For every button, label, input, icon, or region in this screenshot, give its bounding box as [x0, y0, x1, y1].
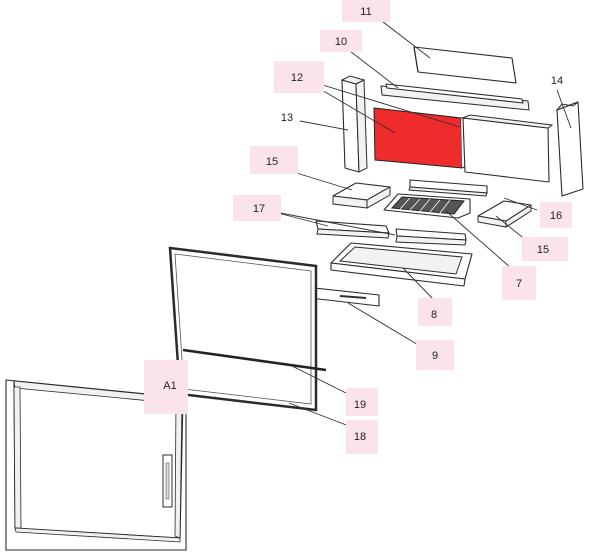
callout-15-left[interactable]: 15: [250, 146, 298, 174]
part-7-grate[interactable]: [383, 193, 471, 219]
callout-10[interactable]: 10: [320, 30, 362, 52]
callout-19-label: 19: [354, 399, 366, 411]
part-a1-door-assembly[interactable]: [5, 379, 187, 551]
callout-11-label: 11: [360, 6, 371, 18]
part-17-front-strip-left[interactable]: [315, 220, 390, 239]
callout-10-label: 10: [335, 36, 347, 48]
callout-19[interactable]: 19: [346, 388, 378, 416]
callout-15-left-label: 15: [266, 156, 278, 168]
callout-12-label: 12: [291, 72, 303, 84]
callout-15-right[interactable]: 15: [522, 237, 568, 261]
callout-16-label: 16: [550, 210, 562, 222]
callout-17-label: 17: [253, 203, 265, 215]
callout-18[interactable]: 18: [346, 420, 378, 454]
callout-9[interactable]: 9: [416, 340, 454, 370]
part-15-right-base-brick[interactable]: [477, 200, 532, 228]
part-11-top-baffle[interactable]: [413, 46, 517, 84]
callout-8-label: 8: [431, 309, 437, 321]
callout-8[interactable]: 8: [418, 298, 452, 326]
part-8-ash-pan[interactable]: [330, 242, 473, 287]
callout-a1[interactable]: A1: [144, 360, 188, 414]
callout-14-label: 14: [551, 75, 563, 87]
part-14-right-side-brick[interactable]: [555, 101, 584, 197]
callout-11[interactable]: 11: [342, 0, 390, 22]
callout-16[interactable]: 16: [540, 202, 572, 228]
callout-13[interactable]: 13: [281, 112, 293, 124]
callout-12[interactable]: 12: [274, 61, 324, 93]
callout-9-label: 9: [432, 350, 438, 362]
callout-13-label: 13: [281, 112, 293, 124]
part-15-left-base-brick[interactable]: [332, 182, 391, 209]
callout-15-right-label: 15: [537, 244, 549, 256]
door-glass-panel[interactable]: [168, 246, 327, 412]
callout-7[interactable]: 7: [502, 266, 536, 300]
callout-a1-label: A1: [163, 380, 176, 392]
part-12-back-brick-highlighted[interactable]: [373, 107, 468, 169]
part-17-front-strip-right[interactable]: [395, 228, 467, 246]
part-10-deflector-bar[interactable]: [380, 83, 530, 111]
callout-14[interactable]: 14: [551, 75, 563, 87]
callout-17[interactable]: 17: [233, 195, 281, 221]
part-13-left-side-brick[interactable]: [340, 75, 368, 173]
part-16-rear-base-strip[interactable]: [408, 179, 488, 197]
part-12-back-brick-right[interactable]: [461, 114, 554, 183]
callout-7-label: 7: [516, 278, 522, 290]
callout-18-label: 18: [354, 431, 366, 443]
part-19-glass-seal-strip: [182, 348, 327, 372]
